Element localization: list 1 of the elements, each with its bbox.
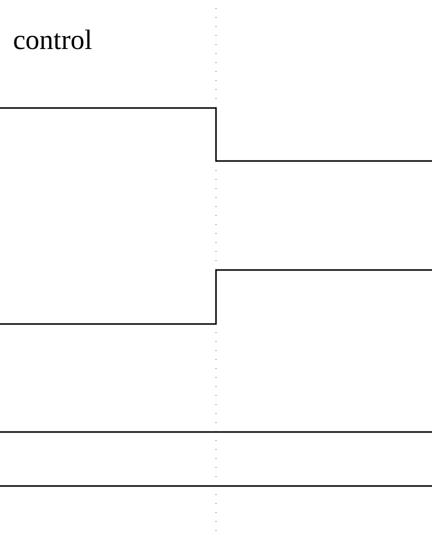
signal-name: control	[13, 26, 92, 57]
